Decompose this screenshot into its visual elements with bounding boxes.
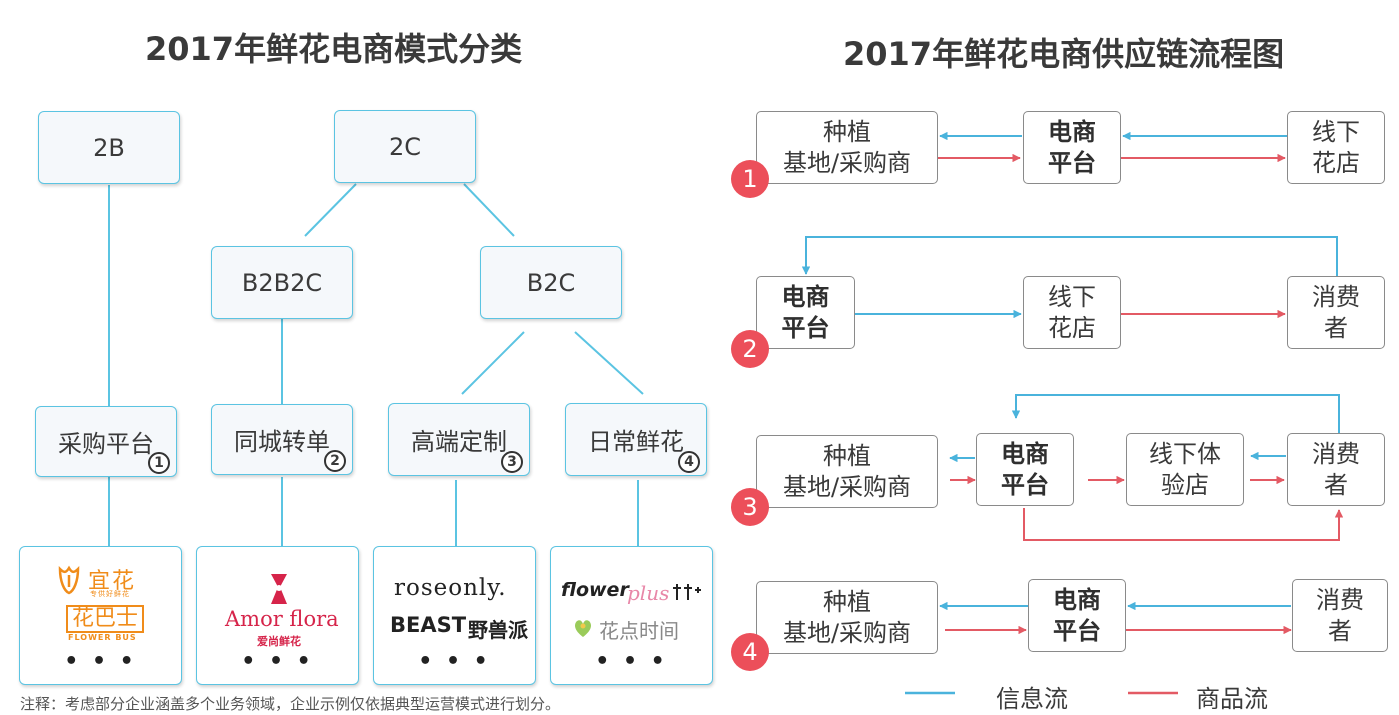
- right-title: 2017年鲜花电商供应链流程图: [843, 35, 1285, 73]
- left-connectors: [108, 183, 644, 546]
- row4-consumer-box: 消费 者: [1292, 579, 1388, 652]
- beast-logo-text: BEAST: [390, 613, 467, 637]
- row3-consumer-box: 消费 者: [1287, 433, 1385, 506]
- row1-badge: 1: [731, 160, 769, 198]
- row1-platform-box: 电商 平台: [1023, 111, 1121, 184]
- category-number-marker: 2: [324, 450, 346, 472]
- row2-badge: 2: [731, 330, 769, 368]
- row2-shop-box: 线下 花店: [1023, 276, 1121, 349]
- category-label: 同城转单: [234, 428, 330, 456]
- row2-shop-label: 线下 花店: [1048, 282, 1096, 342]
- row3-shop-box: 线下体 验店: [1126, 433, 1244, 506]
- flowerplus-logo-text-accent: plus: [627, 581, 670, 605]
- amorflora-logo-subtext: 爱尚鲜花: [257, 635, 301, 648]
- yihua-logo-text: 宜花: [88, 569, 137, 594]
- row2-platform-label: 电商 平台: [781, 282, 830, 342]
- category-label: 高端定制: [411, 428, 507, 456]
- company-card-high-end: roseonly. BEAST 野兽派 • • •: [373, 546, 536, 685]
- footnote: 注释：考虑部分企业涵盖多个业务领域，企业示例仅依据典型运营模式进行划分。: [20, 695, 561, 713]
- row2-consumer-label: 消费 者: [1312, 282, 1360, 342]
- category-label: 采购平台: [58, 430, 154, 458]
- flowerplus-logo-text: flower: [561, 579, 629, 601]
- row4-badge: 4: [731, 633, 769, 671]
- company-card-procurement: 宜花 专供好鲜花 花巴士 FLOWER BUS • • •: [19, 546, 182, 685]
- beast-logo-cn-text: 野兽派: [468, 618, 528, 642]
- row3-shop-label: 线下体 验店: [1149, 439, 1221, 499]
- row3-consumer-label: 消费 者: [1312, 439, 1360, 499]
- company-card-same-city: Amor flora 爱尚鲜花 • • •: [196, 546, 359, 685]
- row4-consumer-label: 消费 者: [1316, 585, 1364, 645]
- row4-platform-label: 电商 平台: [1053, 585, 1101, 645]
- node-2c-label: 2C: [388, 132, 422, 161]
- yihua-logo-icon: [56, 565, 82, 595]
- more-companies-ellipsis: • • •: [595, 649, 668, 674]
- row4-supplier-box: 种植 基地/采购商: [756, 581, 938, 654]
- row4-platform-box: 电商 平台: [1028, 579, 1126, 652]
- category-number-marker: 1: [148, 452, 170, 474]
- amorflora-logo-text: Amor flora: [225, 607, 339, 631]
- yihua-logo-subtext: 专供好鲜花: [90, 590, 130, 598]
- more-companies-ellipsis: • • •: [418, 649, 491, 674]
- row1-shop-label: 线下 花店: [1312, 117, 1360, 177]
- legend-goods-flow: 商品流: [1196, 685, 1268, 713]
- category-daily-flowers: 日常鲜花 4: [565, 403, 707, 476]
- row4-supplier-label: 种植 基地/采购商: [782, 587, 912, 647]
- row3-badge: 3: [731, 488, 769, 526]
- more-companies-ellipsis: • • •: [241, 649, 314, 674]
- legend-info-flow: 信息流: [996, 685, 1068, 713]
- more-companies-ellipsis: • • •: [64, 649, 137, 674]
- row3-platform-box: 电商 平台: [976, 433, 1074, 506]
- node-2b-label: 2B: [93, 133, 125, 162]
- node-b2c-label: B2C: [526, 268, 576, 297]
- left-title: 2017年鲜花电商模式分类: [145, 30, 523, 68]
- row3-supplier-label: 种植 基地/采购商: [782, 441, 912, 501]
- company-card-daily: flower plus 花点时间 • • •: [550, 546, 713, 685]
- huabashi-logo-subtext: FLOWER BUS: [68, 633, 137, 642]
- category-procurement-platform: 采购平台 1: [35, 406, 177, 477]
- amorflora-logo-icon: [270, 573, 288, 609]
- huadian-logo-icon: [571, 617, 595, 643]
- node-b2b2c-label: B2B2C: [241, 268, 323, 297]
- row3-platform-label: 电商 平台: [1001, 439, 1049, 499]
- category-high-end-custom: 高端定制 3: [388, 403, 530, 476]
- huabashi-logo-text: 花巴士: [66, 605, 145, 633]
- category-same-city-transfer: 同城转单 2: [211, 404, 353, 475]
- roseonly-logo-text: roseonly.: [394, 575, 507, 601]
- row1-supplier-box: 种植 基地/采购商: [756, 111, 938, 184]
- category-number-marker: 4: [678, 451, 700, 473]
- flowerplus-logo-icon: [671, 582, 705, 606]
- node-2b: 2B: [38, 111, 180, 184]
- node-2c: 2C: [334, 110, 476, 183]
- row1-supplier-label: 种植 基地/采购商: [782, 117, 912, 177]
- node-b2b2c: B2B2C: [211, 246, 353, 319]
- row1-shop-box: 线下 花店: [1287, 111, 1385, 184]
- huadian-logo-text: 花点时间: [599, 619, 679, 643]
- node-b2c: B2C: [480, 246, 622, 319]
- row3-supplier-box: 种植 基地/采购商: [756, 435, 938, 508]
- category-number-marker: 3: [501, 451, 523, 473]
- row1-platform-label: 电商 平台: [1048, 117, 1096, 177]
- row2-platform-box: 电商 平台: [756, 276, 855, 349]
- row2-consumer-box: 消费 者: [1287, 276, 1385, 349]
- category-label: 日常鲜花: [588, 428, 684, 456]
